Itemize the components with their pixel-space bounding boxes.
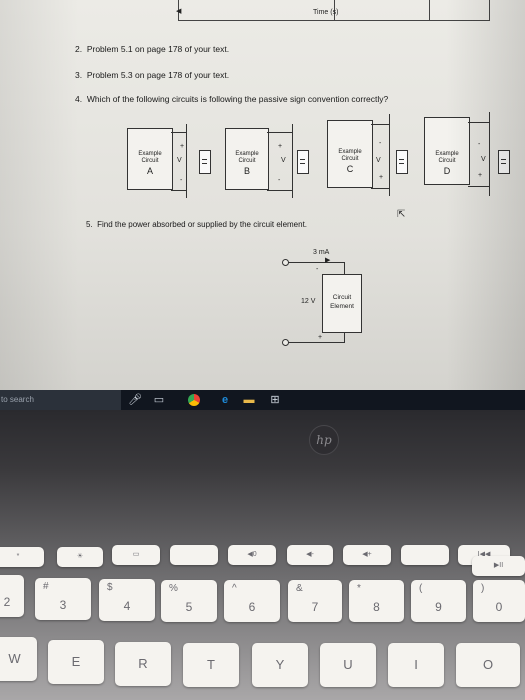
function-key[interactable] [170, 545, 218, 565]
key-5[interactable]: %5 [161, 580, 217, 622]
current-arrow-icon: ▶ [325, 257, 331, 264]
circuit-c-box: Example Circuit C [327, 120, 373, 188]
key-6[interactable]: ^6 [224, 580, 280, 622]
question-2: 2. Problem 5.1 on page 178 of your text. [75, 44, 230, 54]
voltmeter-b [297, 150, 309, 174]
key-e[interactable]: E [48, 640, 104, 684]
microphone-icon[interactable]: 🎤︎ [128, 394, 142, 406]
play-pause-key[interactable]: ▶II [472, 556, 525, 576]
circuit-a-box: Example Circuit A [127, 128, 173, 190]
key-r[interactable]: R [115, 642, 171, 686]
voltmeter-a [199, 150, 211, 174]
hp-logo: hp [309, 425, 339, 455]
question-3: 3. Problem 5.3 on page 178 of your text. [75, 70, 230, 80]
circuit-element-box: Circuit Element [322, 274, 362, 333]
laptop-screen: ◀ Time (s) 2. Problem 5.1 on page 178 of… [0, 0, 525, 390]
function-key[interactable]: * [0, 547, 44, 567]
voltmeter-c [396, 150, 408, 174]
volume-down-key[interactable]: ◀- [287, 545, 333, 565]
function-key[interactable] [401, 545, 449, 565]
question-5: 5. Find the power absorbed or supplied b… [86, 220, 308, 229]
key-t[interactable]: T [183, 643, 239, 687]
key-o[interactable]: O [456, 643, 520, 687]
file-explorer-icon[interactable]: ▬ [243, 394, 255, 406]
task-view-icon[interactable]: ▭ [153, 394, 165, 406]
function-key[interactable]: ☀ [57, 547, 103, 567]
graph-xlabel: Time (s) [313, 9, 339, 16]
circuit-d-box: Example Circuit D [424, 117, 470, 185]
key-0[interactable]: )0 [473, 580, 525, 622]
store-icon[interactable]: ⊞ [270, 394, 280, 406]
key-i[interactable]: I [388, 643, 444, 687]
graph-frame [178, 0, 490, 21]
key-3[interactable]: #3 [35, 578, 91, 620]
current-label: 3 mA [313, 249, 330, 256]
taskbar-search-box[interactable]: to search [0, 390, 121, 410]
volume-mute-key[interactable]: ◀0 [228, 545, 276, 565]
key-8[interactable]: *8 [349, 580, 404, 622]
mouse-cursor-icon: ⇱ [397, 209, 406, 220]
key-7[interactable]: &7 [288, 580, 342, 622]
voltmeter-d [498, 150, 510, 174]
circuit-b-box: Example Circuit B [225, 128, 269, 190]
key-9[interactable]: (9 [411, 580, 466, 622]
volume-up-key[interactable]: ◀+ [343, 545, 391, 565]
key-w[interactable]: W [0, 637, 37, 681]
chrome-icon[interactable] [188, 394, 200, 406]
taskbar: to search 🎤︎ ▭ e ▬ ⊞ [0, 390, 525, 410]
key-y[interactable]: Y [252, 643, 308, 687]
key-u[interactable]: U [320, 643, 376, 687]
key-4[interactable]: $4 [99, 579, 155, 621]
question-4: 4. Which of the following circuits is fo… [75, 94, 389, 104]
function-key[interactable]: ▭ [112, 545, 160, 565]
key-2[interactable]: 2 [0, 575, 24, 617]
edge-icon[interactable]: e [221, 394, 229, 406]
voltage-label: 12 V [301, 298, 316, 305]
axis-arrow: ◀ [176, 8, 182, 15]
